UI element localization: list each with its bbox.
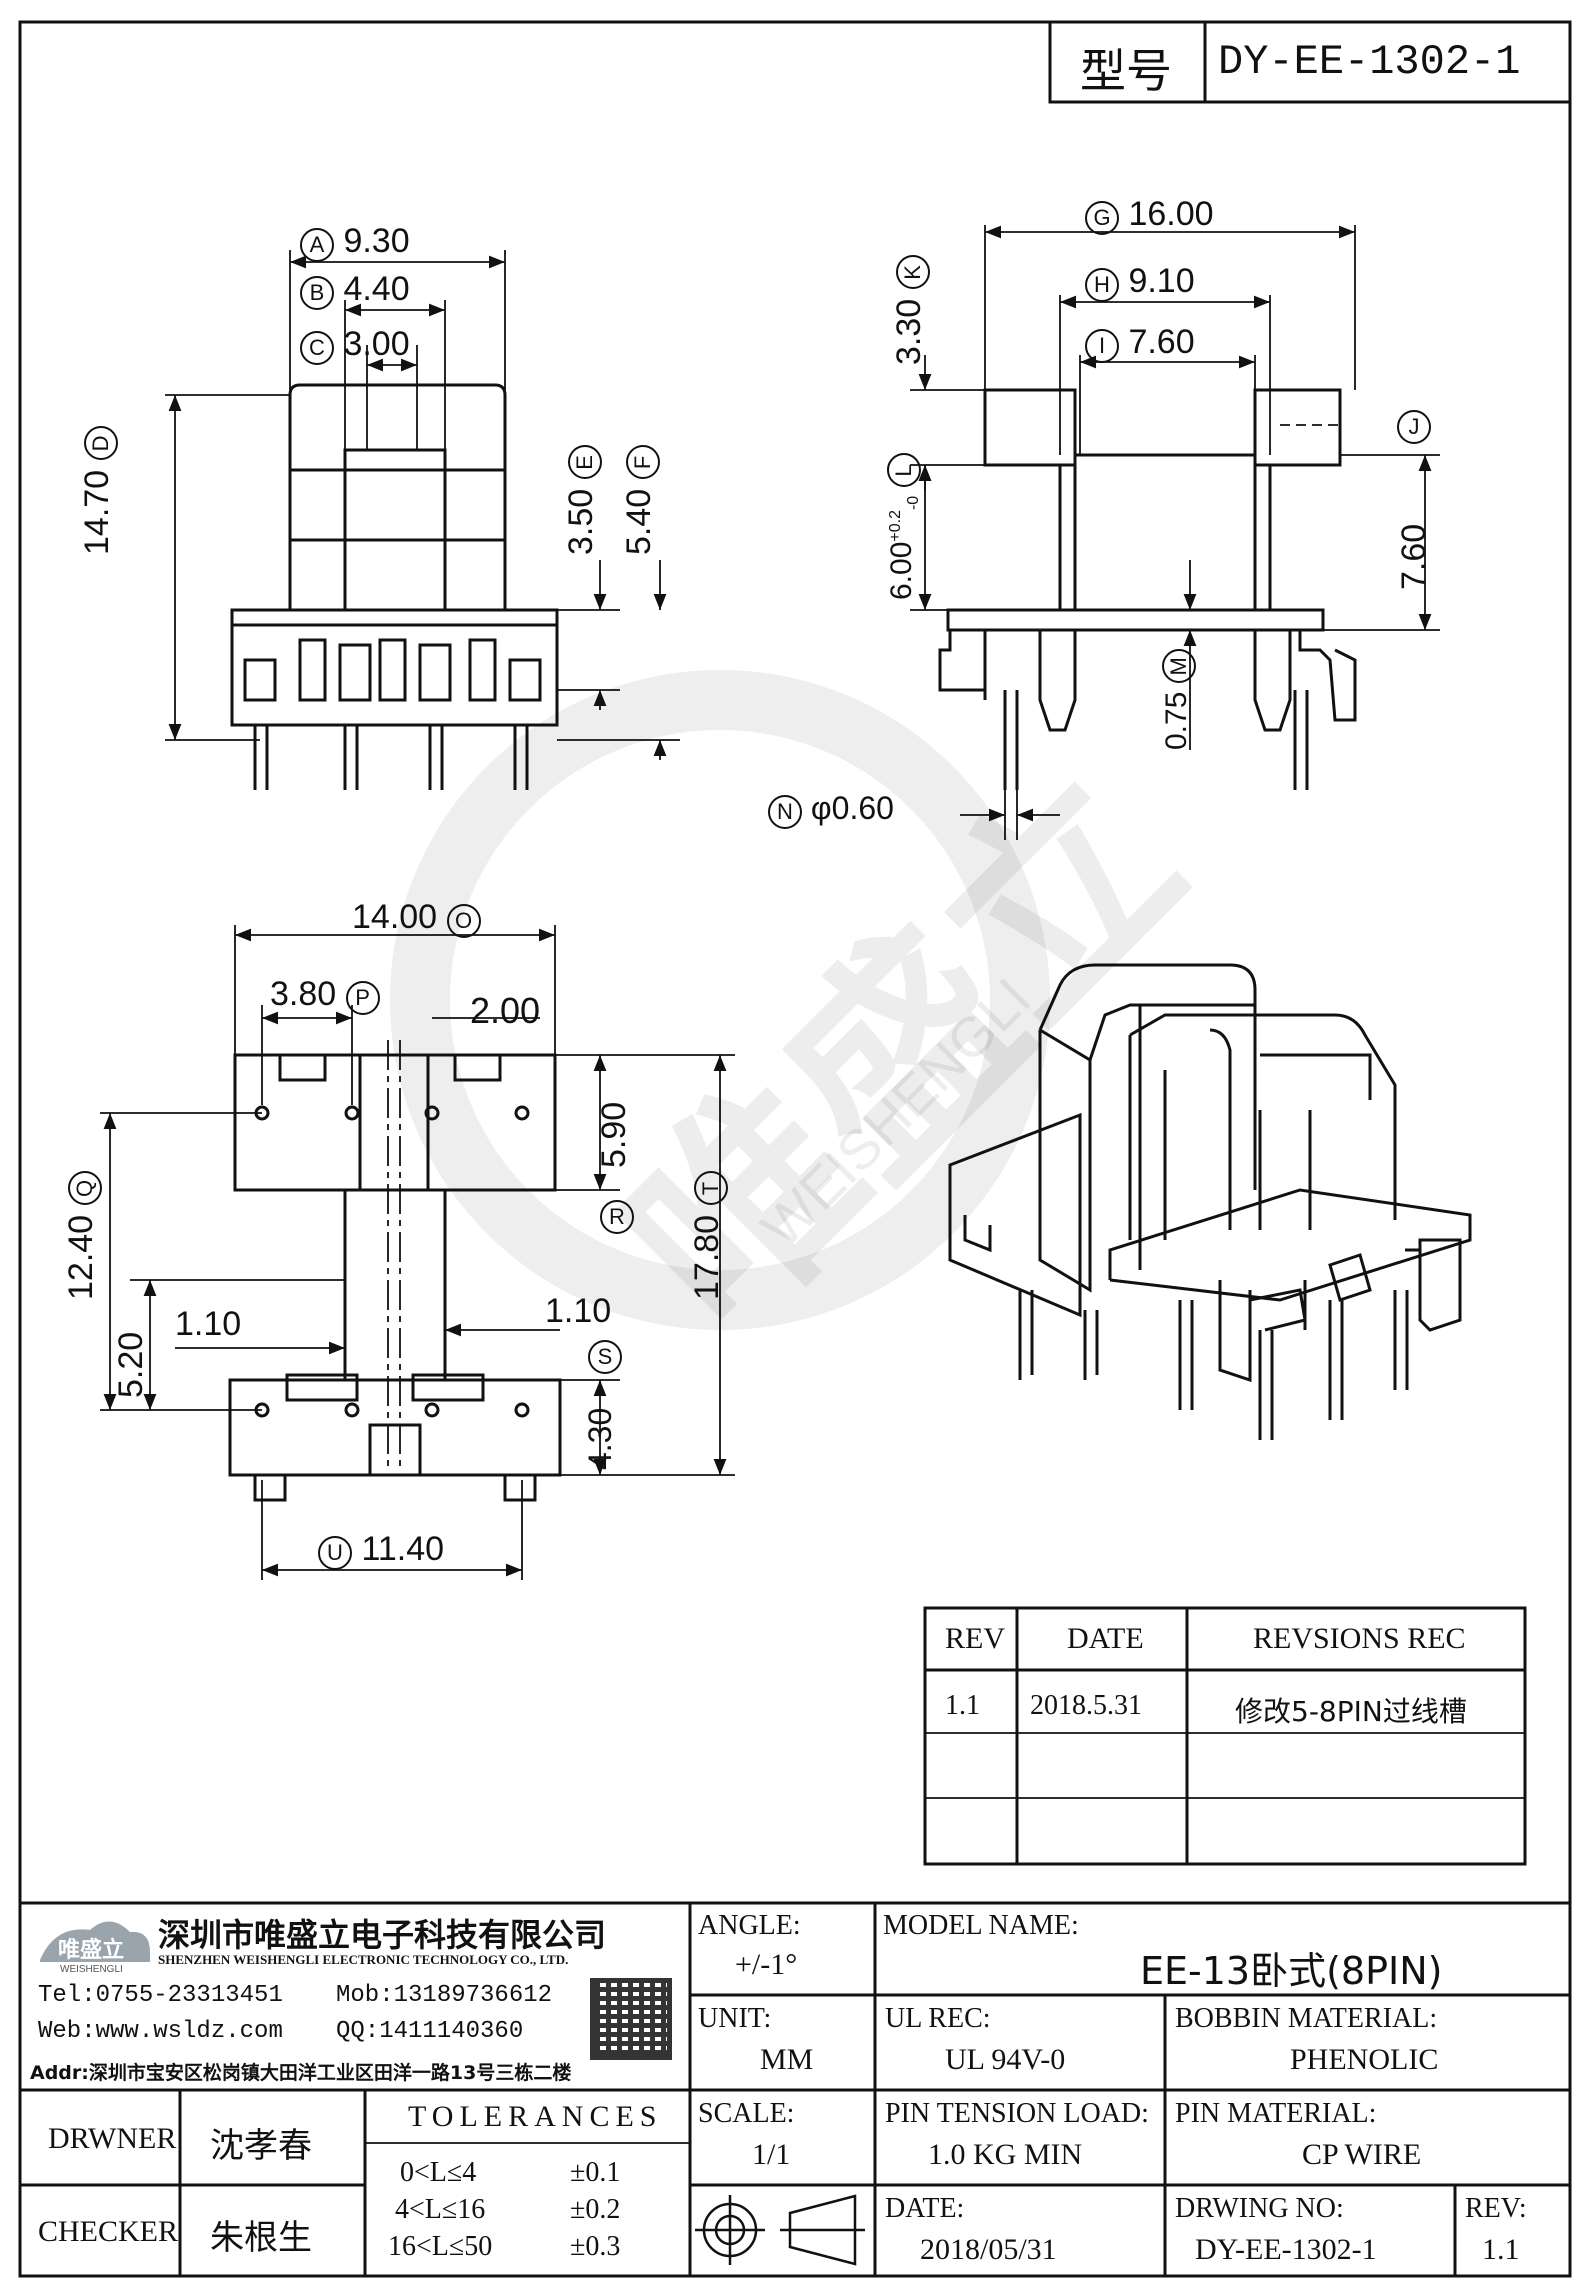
dim-g: G 16.00 xyxy=(1085,195,1214,235)
model-name-label: MODEL NAME: xyxy=(883,1910,1079,1941)
drwing-no-label: DRWING NO: xyxy=(1175,2193,1344,2224)
front-view xyxy=(230,383,559,790)
company-qq: QQ:1411140360 xyxy=(336,2018,524,2045)
pin-material-label: PIN MATERIAL: xyxy=(1175,2098,1377,2129)
date-value: 2018/05/31 xyxy=(920,2233,1057,2266)
checker-value: 朱根生 xyxy=(210,2218,312,2258)
model-number: DY-EE-1302-1 xyxy=(1218,38,1521,86)
company-logo-sub: WEISHENGLI xyxy=(60,1964,123,1975)
dim-r-value: 5.90 xyxy=(595,1101,633,1168)
dim-s-value-right: 1.10 xyxy=(545,1292,612,1330)
dim-d: 14.70 D xyxy=(78,426,118,555)
scale-value: 1/1 xyxy=(752,2138,791,2171)
company-logo-mark xyxy=(40,1921,150,1962)
isometric-view xyxy=(948,963,1472,1440)
drwing-no-value: DY-EE-1302-1 xyxy=(1195,2233,1377,2266)
dim-m: 0.75 M xyxy=(1160,649,1196,750)
model-label: 型号 xyxy=(1080,44,1172,98)
company-name-cn: 深圳市唯盛立电子科技有限公司 xyxy=(158,1916,607,1954)
angle-label: ANGLE: xyxy=(698,1910,801,1941)
dim-l: 6.00+0.2-0 L xyxy=(885,453,923,600)
bobbin-label: BOBBIN MATERIAL: xyxy=(1175,2003,1438,2034)
top-view-dims xyxy=(100,925,735,1580)
company-logo-text: 唯盛立 xyxy=(58,1938,125,1963)
drawner-value: 沈孝春 xyxy=(210,2126,312,2166)
dim-j-value: 7.60 xyxy=(1395,523,1433,590)
rev-cell-rec: 修改5-8PIN过线槽 xyxy=(1235,1695,1467,1728)
checker-label: CHECKER xyxy=(38,2215,179,2248)
dim-b: B 4.40 xyxy=(300,270,410,310)
dim-r-letter: R xyxy=(600,1200,634,1234)
tolerances-label: TOLERANCES xyxy=(408,2100,663,2133)
dim-f: 5.40 F xyxy=(620,445,660,555)
dim-o: 14.00 O xyxy=(352,898,481,938)
top-view xyxy=(228,1040,562,1502)
rev-value: 1.1 xyxy=(1482,2233,1520,2266)
rev-cell-date: 2018.5.31 xyxy=(1030,1690,1142,1721)
revision-table xyxy=(923,1606,1527,1866)
tolerance-value-2: ±0.2 xyxy=(570,2194,621,2225)
dim-t: 17.80 T xyxy=(688,1171,728,1300)
pin-material-value: CP WIRE xyxy=(1302,2138,1422,2171)
pin-tension-label: PIN TENSION LOAD: xyxy=(885,2098,1149,2129)
dim-q: 12.40 Q xyxy=(62,1171,102,1300)
company-addr: Addr:深圳市宝安区松岗镇大田洋工业区田洋一路13号三栋二楼 xyxy=(30,2062,572,2084)
rev-header-date: DATE xyxy=(1067,1622,1144,1655)
angle-value: +/-1° xyxy=(735,1948,798,1981)
dim-n: N φ0.60 xyxy=(768,790,894,829)
dim-p2: 2.00 xyxy=(470,990,541,1031)
dim-j-letter: J xyxy=(1397,410,1431,444)
tolerance-value-1: ±0.1 xyxy=(570,2157,621,2188)
tolerance-range-2: 4<L≤16 xyxy=(395,2194,486,2225)
rev-label: REV: xyxy=(1465,2193,1527,2224)
ul-value: UL 94V-0 xyxy=(945,2043,1066,2076)
qr-code xyxy=(590,1978,672,2060)
rev-header-rec: REVSIONS REC xyxy=(1253,1622,1466,1655)
company-web: Web:www.wsldz.com xyxy=(38,2018,283,2045)
company-tel: Tel:0755-23313451 xyxy=(38,1982,283,2009)
side-view-dims xyxy=(910,225,1440,840)
dim-e: 3.50 E xyxy=(562,445,602,555)
dim-h: H 9.10 xyxy=(1085,262,1195,302)
pin-tension-value: 1.0 KG MIN xyxy=(928,2138,1083,2171)
dim-s-value-left: 1.10 xyxy=(175,1305,242,1343)
model-name-value: EE-13卧式(8PIN) xyxy=(1140,1949,1443,1993)
unit-value: MM xyxy=(760,2043,814,2076)
tolerance-value-3: ±0.3 xyxy=(570,2231,621,2262)
dim-c: C 3.00 xyxy=(300,325,410,365)
dim-k: 3.30 K xyxy=(890,255,930,365)
unit-label: UNIT: xyxy=(698,2003,772,2034)
company-mob: Mob:13189736612 xyxy=(336,1982,553,2009)
rev-cell-rev: 1.1 xyxy=(945,1690,980,1721)
dim-s-letter: S xyxy=(588,1340,622,1374)
dim-w: 4.30 xyxy=(582,1407,618,1470)
ul-label: UL REC: xyxy=(885,2003,991,2034)
angle-projection-icon xyxy=(695,2194,865,2266)
tolerance-range-1: 0<L≤4 xyxy=(400,2157,477,2188)
date-label: DATE: xyxy=(885,2193,965,2224)
scale-label: SCALE: xyxy=(698,2098,795,2129)
dim-a: A 9.30 xyxy=(300,222,410,262)
dim-u: U 11.40 xyxy=(318,1530,444,1570)
dim-v: 5.20 xyxy=(112,1331,150,1398)
company-name-en: SHENZHEN WEISHENGLI ELECTRONIC TECHNOLOG… xyxy=(158,1952,569,1967)
dim-p: 3.80 P xyxy=(270,975,380,1015)
model-number-box xyxy=(1048,20,1572,104)
sheet-border xyxy=(18,20,1572,2278)
title-block-grid xyxy=(20,1901,1570,2276)
bobbin-value: PHENOLIC xyxy=(1290,2043,1439,2076)
drawner-label: DRWNER xyxy=(48,2122,177,2155)
side-view xyxy=(938,388,1357,790)
tolerance-range-3: 16<L≤50 xyxy=(388,2231,493,2262)
dim-i: I 7.60 xyxy=(1085,323,1195,363)
front-view-dims xyxy=(165,250,680,760)
rev-header-rev: REV xyxy=(945,1622,1005,1655)
